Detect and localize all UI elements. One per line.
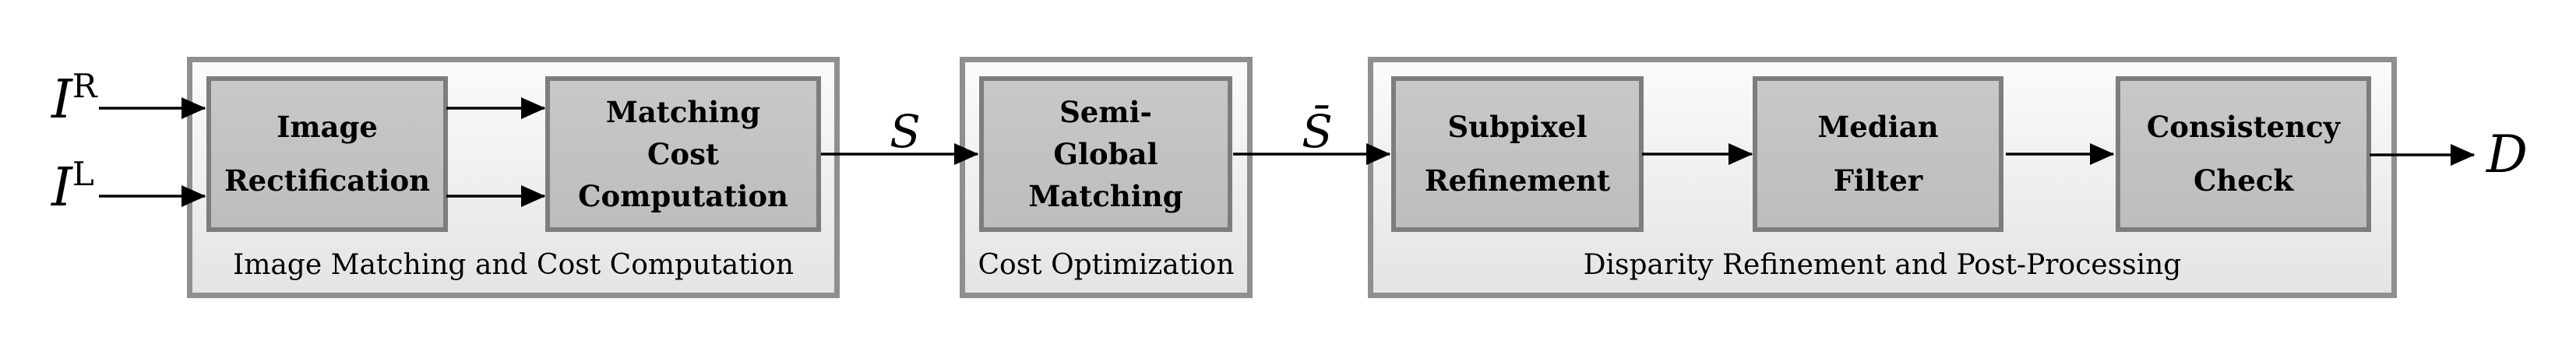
box-label-line: Matching xyxy=(1028,179,1183,213)
io-base: I xyxy=(51,157,72,219)
box-label-line: Rectification xyxy=(224,163,431,198)
stage-label-cost-optimization: Cost Optimization xyxy=(978,249,1235,281)
cost-volume-label: S xyxy=(890,105,921,158)
box-label-line: Median xyxy=(1817,110,1939,144)
box-label-line: Semi- xyxy=(1059,95,1152,129)
io-base: I xyxy=(51,69,72,131)
box-label-line: Matching xyxy=(605,95,761,129)
box-label-line: Global xyxy=(1053,137,1158,171)
box-label-line: Subpixel xyxy=(1447,110,1588,144)
box-label-line: Check xyxy=(2193,163,2294,198)
box-label-line: Cost xyxy=(647,137,720,171)
input-right-image-label: IR xyxy=(51,70,97,127)
box-label-line: Computation xyxy=(578,179,788,213)
io-superscript: R xyxy=(72,67,97,105)
box-label-line: Filter xyxy=(1833,163,1923,198)
subpixel-refinement-box: Subpixel Refinement xyxy=(1391,76,1644,232)
io-superscript: L xyxy=(72,155,94,193)
box-label-line: Refinement xyxy=(1424,163,1611,198)
box-label-line: Consistency xyxy=(2146,110,2341,144)
consistency-check-box: Consistency Check xyxy=(2116,76,2371,232)
image-rectification-box: Image Rectification xyxy=(206,76,448,232)
stage-label-disparity-refinement: Disparity Refinement and Post-Processing xyxy=(1583,249,2182,281)
box-label-line: Image xyxy=(277,110,378,144)
aggregated-cost-label: S̄ xyxy=(1302,105,1333,158)
median-filter-box: Median Filter xyxy=(1753,76,2003,232)
matching-cost-computation-box: Matching Cost Computation xyxy=(545,76,821,232)
disparity-output-label: D xyxy=(2486,125,2528,184)
stage-label-image-matching: Image Matching and Cost Computation xyxy=(232,249,795,281)
semi-global-matching-box: Semi- Global Matching xyxy=(979,76,1232,232)
input-left-image-label: IL xyxy=(51,158,94,215)
